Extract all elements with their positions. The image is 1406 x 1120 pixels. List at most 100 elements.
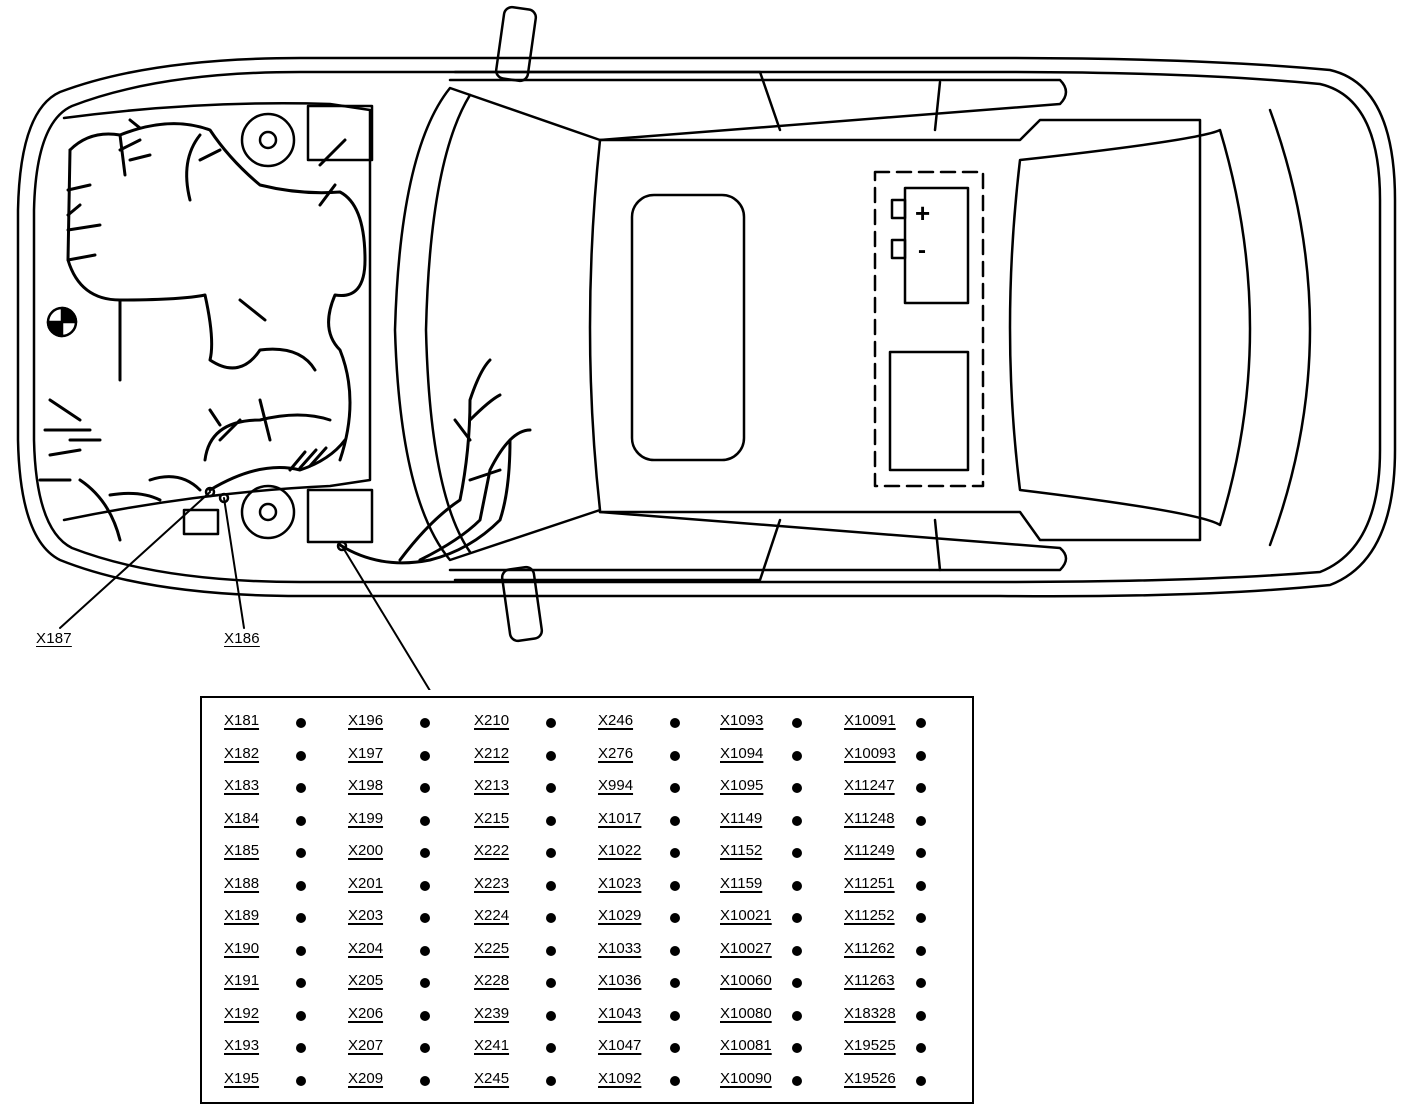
connector-dot-icon <box>670 783 680 793</box>
connector-entry: X1159 <box>720 875 830 908</box>
connector-dot-icon <box>420 848 430 858</box>
connector-dot-icon <box>792 945 802 956</box>
connector-dot-icon <box>546 880 556 891</box>
connector-code: X1047 <box>598 1037 642 1054</box>
connector-dot-icon <box>296 750 306 761</box>
control-box-bottom <box>306 488 374 544</box>
connector-dot-icon <box>296 1010 306 1021</box>
connector-entry: X1149 <box>720 810 830 843</box>
connector-dot-icon <box>420 945 430 956</box>
connector-entry: X223 <box>474 875 584 908</box>
connector-code: X246 <box>598 712 634 729</box>
connector-entry: X1029 <box>598 907 708 940</box>
connector-dot-icon <box>792 880 802 891</box>
connector-code: X199 <box>348 809 384 827</box>
connector-dot-icon <box>670 978 680 988</box>
connector-entry: X201 <box>348 875 458 908</box>
connector-code: X1036 <box>598 972 642 989</box>
connector-code: X1033 <box>598 939 642 957</box>
connector-entry: X241 <box>474 1037 584 1070</box>
mirror-right <box>500 565 544 643</box>
connector-code: X192 <box>224 1004 260 1022</box>
connector-code: X1095 <box>720 777 764 794</box>
wiring-harness <box>38 118 532 565</box>
connector-dot-icon <box>916 945 926 956</box>
connector-code: X195 <box>224 1069 260 1087</box>
connector-dot-icon <box>420 913 430 923</box>
connector-dot-icon <box>670 945 680 956</box>
connector-code: X1022 <box>598 842 642 859</box>
callout-x186: X186 <box>224 630 260 647</box>
connector-entry: X1093 <box>720 712 830 745</box>
connector-entry: X185 <box>224 842 334 875</box>
connector-entry: X1023 <box>598 875 708 908</box>
connector-entry: X205 <box>348 972 458 1005</box>
connector-code: X10081 <box>720 1037 772 1054</box>
connector-entry: X206 <box>348 1005 458 1038</box>
battery-tray <box>888 350 970 472</box>
connector-code: X228 <box>474 972 510 989</box>
connector-code: X225 <box>474 939 510 957</box>
car-top-view-diagram: + - <box>16 5 1397 690</box>
car-body-outline <box>16 56 1397 598</box>
connector-entry: X10081 <box>720 1037 830 1070</box>
connector-dot-icon <box>546 913 556 923</box>
connector-entry: X245 <box>474 1070 584 1103</box>
connector-dot-icon <box>420 718 430 728</box>
connector-code: X1159 <box>720 874 763 892</box>
connector-dot-icon <box>916 1075 926 1086</box>
connector-entry: X1022 <box>598 842 708 875</box>
module-small <box>182 508 220 536</box>
connector-entry: X10093 <box>844 745 954 778</box>
connector-dot-icon <box>546 815 556 826</box>
connector-code: X207 <box>348 1037 384 1054</box>
car-body-inner-outline <box>32 70 1382 584</box>
connector-dot-icon <box>792 1043 802 1053</box>
connector-code: X188 <box>224 874 260 892</box>
connector-entry: X1036 <box>598 972 708 1005</box>
connector-code: X201 <box>348 874 384 892</box>
connector-code: X10090 <box>720 1069 772 1087</box>
connector-entry: X189 <box>224 907 334 940</box>
connector-entry: X994 <box>598 777 708 810</box>
connector-dot-icon <box>420 750 430 761</box>
connector-dot-icon <box>296 815 306 826</box>
connector-dot-icon <box>420 1043 430 1053</box>
connector-code: X11252 <box>844 907 895 924</box>
connector-code: X183 <box>224 777 260 794</box>
connector-code: X10093 <box>844 744 896 762</box>
connector-entry: X215 <box>474 810 584 843</box>
connector-dot-icon <box>296 718 306 728</box>
connector-code: X204 <box>348 939 384 957</box>
connector-dot-icon <box>546 1043 556 1053</box>
connector-entry: X19525 <box>844 1037 954 1070</box>
connector-dot-icon <box>670 1010 680 1021</box>
connector-entry: X10091 <box>844 712 954 745</box>
connector-code: X276 <box>598 744 634 762</box>
connector-code: X1093 <box>720 712 764 729</box>
connector-entry: X213 <box>474 777 584 810</box>
connector-dot-icon <box>670 913 680 923</box>
connector-code: X10021 <box>720 907 772 924</box>
connector-code: X203 <box>348 907 384 924</box>
connector-dot-icon <box>792 783 802 793</box>
strut-tower-bottom <box>240 484 296 540</box>
connector-code: X1149 <box>720 809 763 827</box>
leader-line-table <box>341 545 431 690</box>
connector-code: X1092 <box>598 1069 642 1087</box>
connector-dot-icon <box>296 1075 306 1086</box>
connector-dot-icon <box>916 978 926 988</box>
connector-dot-icon <box>792 718 802 728</box>
connector-dot-icon <box>296 913 306 923</box>
connector-entry: X196 <box>348 712 458 745</box>
connector-entry: X183 <box>224 777 334 810</box>
connector-entry: X1043 <box>598 1005 708 1038</box>
sunroof <box>630 193 746 462</box>
connector-entry: X200 <box>348 842 458 875</box>
connector-dot-icon <box>670 848 680 858</box>
connector-entry: X11262 <box>844 940 954 973</box>
connector-dot-icon <box>670 1043 680 1053</box>
connector-entry: X10080 <box>720 1005 830 1038</box>
connector-entry: X225 <box>474 940 584 973</box>
